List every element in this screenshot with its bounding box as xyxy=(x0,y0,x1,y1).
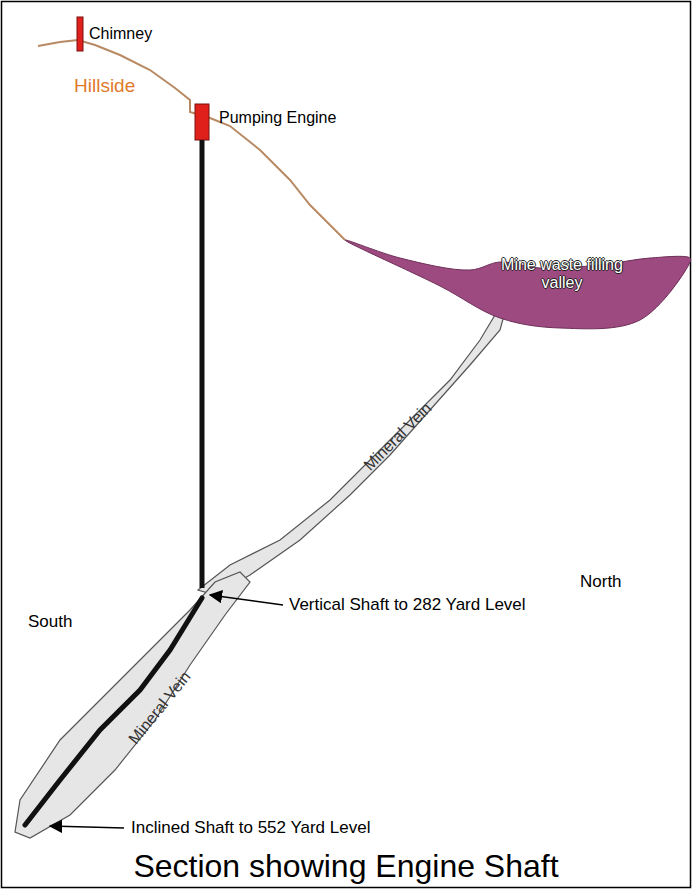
shaft-label: Inclined Shaft to 552 Yard Level xyxy=(131,818,370,838)
part-label: Chimney xyxy=(89,25,152,43)
part-label: Pumping Engine xyxy=(219,109,336,127)
direction-label: South xyxy=(28,612,72,632)
vein-label: Mineral Vein xyxy=(360,399,435,474)
waste-fill xyxy=(345,240,691,329)
inclined-shaft xyxy=(25,598,202,825)
shaft-label: Vertical Shaft to 282 Yard Level xyxy=(289,595,526,615)
hillside-line xyxy=(38,40,345,240)
hill-label: Hillside xyxy=(74,75,135,97)
waste-outline xyxy=(340,232,692,336)
diagram-title: Section showing Engine Shaft xyxy=(133,848,558,885)
mineral-vein xyxy=(198,312,505,595)
region-label: Mine waste filling valley xyxy=(495,256,630,293)
mineral-vein xyxy=(15,572,250,838)
leader-arrow xyxy=(50,826,124,828)
vein-label: Mineral Vein xyxy=(125,668,195,748)
vertical-shaft xyxy=(200,140,205,588)
pumping-engine-symbol xyxy=(195,104,209,140)
direction-label: North xyxy=(580,572,622,592)
waste-region: Mine waste filling valley xyxy=(340,232,692,336)
leader-arrow xyxy=(210,595,283,605)
chimney-symbol xyxy=(77,17,83,51)
